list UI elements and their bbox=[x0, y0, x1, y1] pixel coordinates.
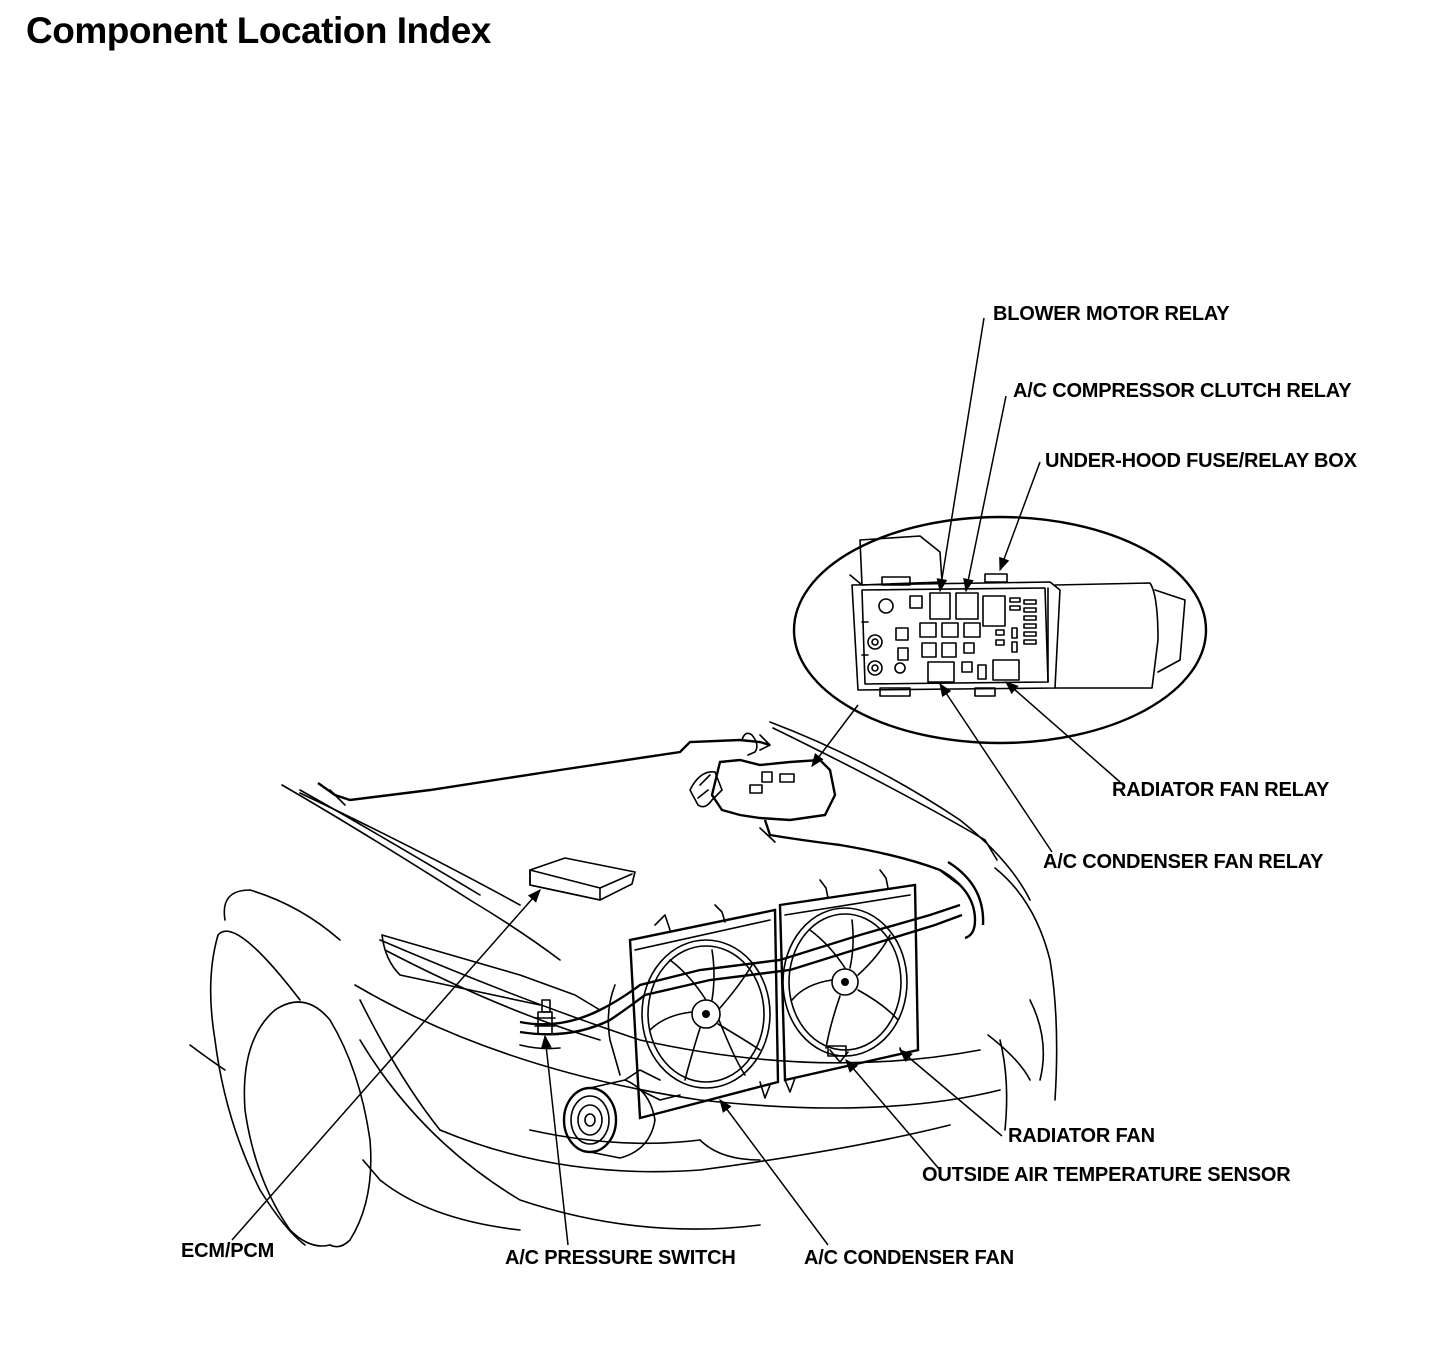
ac-lines bbox=[519, 860, 985, 1076]
fuse-box-on-car bbox=[689, 732, 961, 886]
label-ac-pressure-switch: A/C PRESSURE SWITCH bbox=[505, 1247, 736, 1269]
ecm-pcm-box bbox=[529, 857, 636, 901]
label-ecm-pcm: ECM/PCM bbox=[181, 1240, 275, 1262]
label-radiator-fan-relay: RADIATOR FAN RELAY bbox=[1112, 779, 1330, 801]
label-ac-condenser-fan-relay: A/C CONDENSER FAN RELAY bbox=[1043, 851, 1324, 873]
page-title: Component Location Index bbox=[26, 10, 491, 51]
leader-ecm-pcm bbox=[231, 888, 541, 1241]
leader-ac-pressure-switch bbox=[540, 1034, 569, 1246]
leader-blower-motor-relay bbox=[936, 317, 985, 593]
ac-compressor bbox=[562, 1069, 661, 1159]
leader-fuse-box-zoom bbox=[811, 704, 859, 768]
leader-radiator-fan-relay bbox=[1004, 681, 1121, 783]
label-ac-condenser-fan: A/C CONDENSER FAN bbox=[804, 1247, 1014, 1269]
fan-assembly bbox=[628, 869, 920, 1120]
leader-lines bbox=[231, 317, 1121, 1246]
leader-outside-air-temperature-sensor bbox=[845, 1058, 941, 1171]
label-ac-compressor-clutch-relay: A/C COMPRESSOR CLUTCH RELAY bbox=[1013, 380, 1352, 402]
car-body-outline bbox=[189, 721, 1058, 1248]
ac-pressure-switch bbox=[519, 999, 561, 1050]
label-blower-motor-relay: BLOWER MOTOR RELAY bbox=[993, 303, 1230, 325]
leader-radiator-fan bbox=[898, 1049, 1003, 1137]
leader-ac-compressor-clutch-relay bbox=[963, 395, 1007, 593]
leader-ac-condenser-fan bbox=[719, 1098, 829, 1246]
label-radiator-fan: RADIATOR FAN bbox=[1008, 1125, 1155, 1147]
fuse-box-detail bbox=[792, 515, 1208, 745]
leader-ac-condenser-fan-relay bbox=[939, 682, 1053, 853]
leader-under-hood-fuse-relay-box bbox=[999, 461, 1041, 572]
label-outside-air-temperature-sensor: OUTSIDE AIR TEMPERATURE SENSOR bbox=[922, 1164, 1291, 1186]
label-under-hood-fuse-relay-box: UNDER-HOOD FUSE/RELAY BOX bbox=[1045, 450, 1357, 472]
